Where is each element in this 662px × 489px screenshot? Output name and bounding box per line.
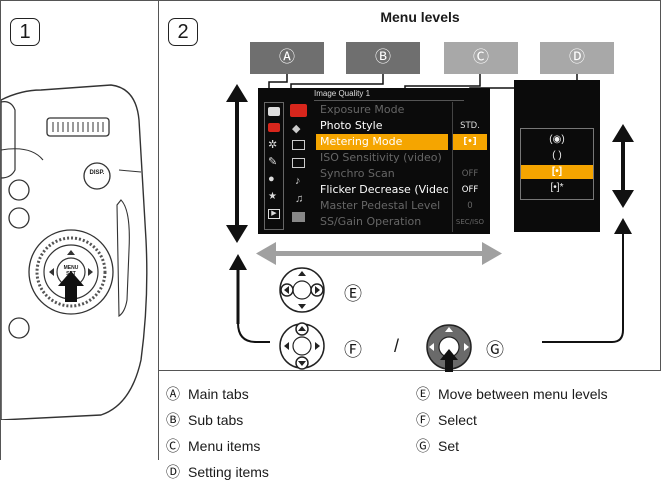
left-right-dial-icon	[279, 267, 325, 313]
menu-value: OFF	[461, 185, 479, 195]
mic-subtab-icon[interactable]: ♪	[295, 175, 301, 187]
film-subtab-icon[interactable]	[292, 140, 305, 150]
legend-item-setting-items: Ⓓ Setting items	[166, 462, 269, 482]
label-box-d: Ⓓ	[540, 42, 614, 74]
camera-tab-icon[interactable]	[268, 107, 280, 116]
legend-item-set: Ⓖ Set	[416, 436, 459, 456]
person-tab-icon[interactable]: ●	[268, 173, 275, 185]
playback-tab-icon[interactable]: ▶	[268, 209, 280, 219]
divider-line	[660, 0, 661, 370]
legend-text: Select	[438, 412, 477, 428]
legend-item-sub-tabs: Ⓑ Sub tabs	[166, 410, 243, 430]
legend-text: Setting items	[188, 464, 269, 480]
page-title: Menu levels	[380, 9, 460, 25]
menu-value: STD.	[460, 121, 480, 131]
menu-item[interactable]: SS/Gain Operation	[320, 215, 422, 228]
label-d-mark: Ⓓ	[568, 49, 585, 66]
divider-line	[0, 0, 661, 1]
step-1-badge: 1	[10, 18, 40, 46]
legend-mark: Ⓐ	[166, 386, 180, 402]
legend-mark: Ⓖ	[416, 438, 430, 454]
label-f-mark: Ⓕ	[344, 340, 362, 360]
legend-mark: Ⓕ	[416, 412, 430, 428]
menu-set-button-label: MENU SET	[63, 265, 79, 277]
menu-value: SEC/ISO	[455, 218, 485, 226]
image-quality-subtab-icon[interactable]	[290, 104, 307, 117]
menu-item-selected[interactable]: Metering Mode	[316, 134, 448, 150]
menu-value-selected: [•]	[453, 134, 487, 150]
bookmark-tab-icon[interactable]: ★	[268, 191, 277, 202]
menu-screen: Image Quality 1 ✲ ✎ ● ★ ▶ ◆ ♪ ♫ Exposure…	[258, 88, 490, 234]
menu-item[interactable]: Exposure Mode	[320, 103, 405, 116]
menu-item[interactable]: Synchro Scan	[320, 167, 395, 180]
arrows-layer	[226, 84, 634, 343]
legend-text: Set	[438, 438, 460, 454]
legend-text: Main tabs	[188, 386, 249, 402]
legend-item-select: Ⓕ Select	[416, 410, 477, 430]
disp-button-label: DISP.	[89, 170, 105, 176]
label-box-b: Ⓑ	[346, 42, 420, 74]
center-weighted-icon[interactable]: ( )	[552, 150, 562, 161]
legend-item-menu-items: Ⓒ Menu items	[166, 436, 260, 456]
focus-subtab-icon[interactable]: ◆	[292, 123, 301, 135]
menu-set-press-icon	[426, 324, 472, 372]
menu-item[interactable]: Flicker Decrease (Video)	[320, 183, 448, 196]
legend-text: Menu items	[188, 438, 261, 454]
wrench-tab-icon[interactable]: ✎	[268, 156, 278, 168]
legend-text: Move between menu levels	[438, 386, 608, 402]
timecode-subtab-icon[interactable]	[292, 158, 305, 168]
step-2-badge: 2	[168, 18, 198, 46]
legend-item-main-tabs: Ⓐ Main tabs	[166, 384, 249, 404]
label-c-mark: Ⓒ	[472, 49, 489, 66]
up-down-dial-icon	[279, 322, 325, 370]
menu-item[interactable]: ISO Sensitivity (video)	[320, 151, 442, 164]
multi-metering-icon[interactable]: (◉)	[549, 134, 565, 145]
label-a-mark: Ⓐ	[278, 49, 295, 66]
menu-value: 0	[467, 201, 473, 211]
divider-line	[158, 0, 159, 460]
menu-value: OFF	[461, 169, 479, 179]
audio-subtab-icon[interactable]: ♫	[295, 193, 304, 205]
menu-items-list: Exposure Mode Photo Style Metering Mode …	[316, 102, 448, 232]
menu-item[interactable]: Photo Style	[320, 119, 383, 132]
legend-item-move-levels: Ⓔ Move between menu levels	[416, 384, 608, 404]
camera-illustration	[1, 84, 148, 420]
label-b-mark: Ⓑ	[374, 49, 391, 66]
screen-header: Image Quality 1	[314, 88, 464, 101]
highlight-weighted-icon[interactable]: [•]*	[550, 182, 564, 193]
menu-item[interactable]: Master Pedestal Level	[320, 199, 441, 212]
legend-mark: Ⓒ	[166, 438, 180, 454]
setting-items-screen: (◉) ( ) [•] [•]*	[514, 80, 600, 232]
legend-mark: Ⓑ	[166, 412, 180, 428]
setting-options-frame: (◉) ( ) [•] [•]*	[520, 128, 594, 200]
gear-tab-icon[interactable]: ✲	[268, 139, 278, 151]
legend-text: Sub tabs	[188, 412, 244, 428]
legend-mark: Ⓔ	[416, 386, 430, 402]
values-column: STD. [•] OFF OFF 0 SEC/ISO	[452, 102, 487, 232]
video-tab-icon[interactable]	[268, 123, 280, 132]
legend-mark: Ⓓ	[166, 464, 180, 480]
spot-metering-icon[interactable]: [•]	[521, 165, 593, 179]
sub-tabs-column: ◆ ♪ ♫	[288, 102, 310, 230]
divider-line	[158, 370, 661, 371]
label-g-mark: Ⓖ	[486, 340, 504, 360]
main-tabs-column: ✲ ✎ ● ★ ▶	[264, 102, 284, 230]
or-separator: /	[394, 336, 400, 356]
other-subtab-icon[interactable]	[292, 212, 305, 222]
label-e-mark: Ⓔ	[344, 284, 362, 304]
label-box-c: Ⓒ	[444, 42, 518, 74]
label-box-a: Ⓐ	[250, 42, 324, 74]
